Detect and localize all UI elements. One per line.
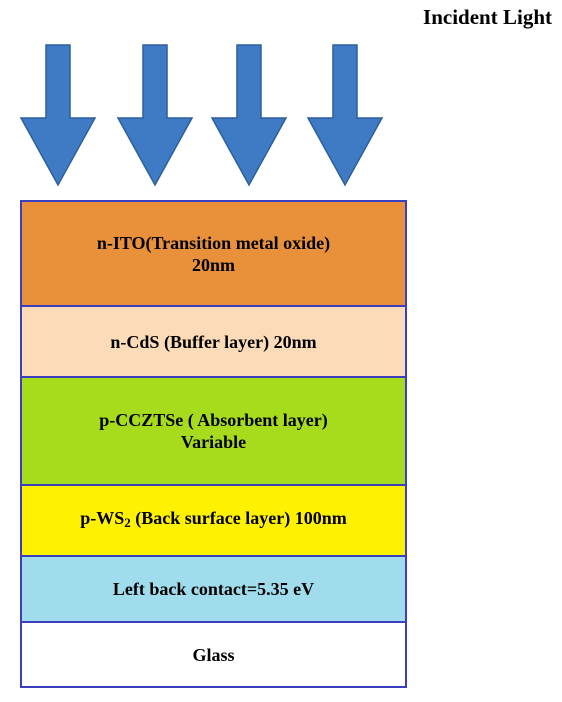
- layer-ito: n-ITO(Transition metal oxide)20nm: [22, 202, 405, 307]
- layer-cds-label: n-CdS (Buffer layer) 20nm: [110, 331, 317, 352]
- incident-light-arrows: [19, 44, 384, 187]
- layer-ws2-label: p-WS2 (Back surface layer) 100nm: [80, 508, 347, 530]
- layer-stack: n-ITO(Transition metal oxide)20nm n-CdS …: [20, 200, 407, 688]
- incident-light-label: Incident Light: [423, 5, 552, 29]
- layer-cczts: p-CCZTSe ( Absorbent layer)Variable: [22, 378, 405, 486]
- layer-ito-label: n-ITO(Transition metal oxide)20nm: [96, 232, 331, 275]
- layer-glass: Glass: [22, 623, 405, 686]
- down-arrow-icon-3: [210, 44, 288, 187]
- down-arrow-icon-4: [306, 44, 384, 187]
- layer-ws2: p-WS2 (Back surface layer) 100nm: [22, 486, 405, 557]
- layer-back-contact: Left back contact=5.35 eV: [22, 557, 405, 623]
- down-arrow-icon-1: [19, 44, 97, 187]
- layer-cds: n-CdS (Buffer layer) 20nm: [22, 307, 405, 378]
- layer-glass-label: Glass: [192, 644, 235, 665]
- down-arrow-icon-2: [116, 44, 194, 187]
- layer-back-contact-label: Left back contact=5.35 eV: [112, 579, 315, 599]
- layer-cczts-label: p-CCZTSe ( Absorbent layer)Variable: [99, 410, 328, 452]
